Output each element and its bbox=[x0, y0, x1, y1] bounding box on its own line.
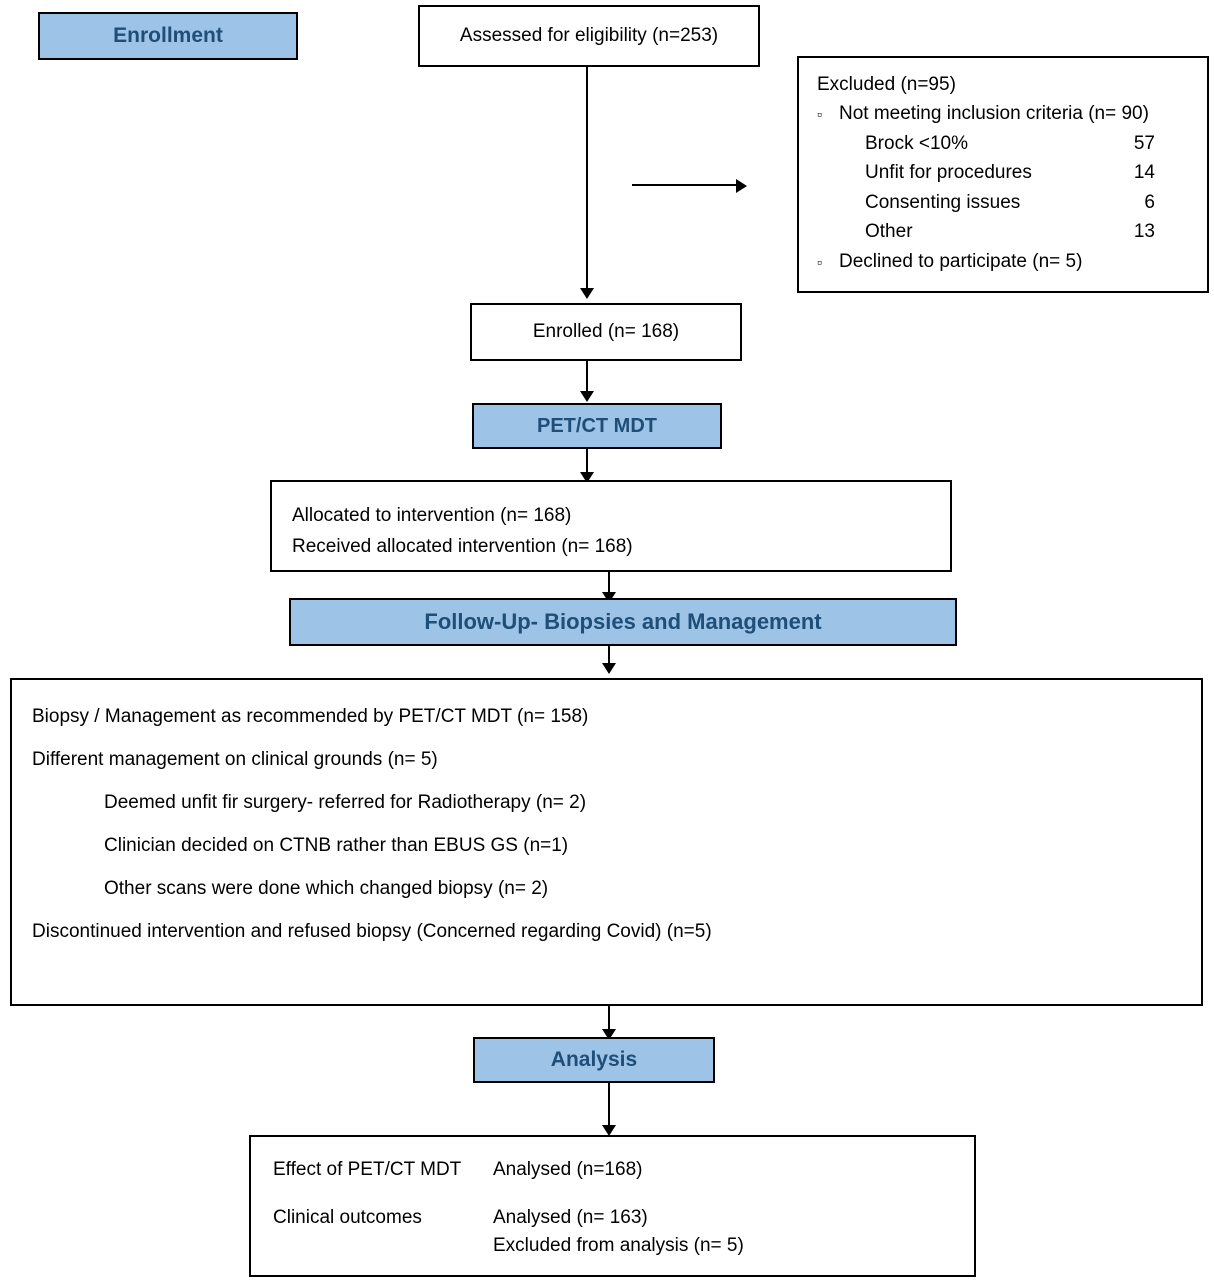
square-bullet-icon: ▫ bbox=[817, 106, 822, 123]
stage-label-enrollment-text: Enrollment bbox=[113, 24, 223, 47]
arrowhead-enrolled-to-mdt bbox=[580, 391, 594, 402]
square-bullet-icon: ▫ bbox=[817, 253, 822, 270]
followup-line-3: Discontinued intervention and refused bi… bbox=[32, 921, 712, 942]
excluded-list: Excluded (n=95) ▫ Not meeting inclusion … bbox=[817, 70, 1197, 276]
allocation-line-2: Received allocated intervention (n= 168) bbox=[292, 536, 633, 558]
analysis-row-value: Analysed (n= 163) bbox=[493, 1207, 648, 1228]
analysis-row-label: Effect of PET/CT MDT bbox=[273, 1159, 462, 1180]
arrowhead-details-to-analysis bbox=[602, 1029, 616, 1040]
followup-sub-1: Deemed unfit fir surgery- referred for R… bbox=[104, 792, 587, 813]
connector-analysis-to-results bbox=[608, 1083, 610, 1130]
enrolled-text: Enrolled (n= 168) bbox=[532, 321, 680, 342]
analysis-row-value-excluded: Excluded from analysis (n= 5) bbox=[493, 1235, 744, 1256]
analysis-results-box: Effect of PET/CT MDT Analysed (n=168) Cl… bbox=[249, 1135, 976, 1277]
exclusion-reason-label: Other bbox=[865, 221, 913, 243]
analysis-row-value: Analysed (n=168) bbox=[493, 1159, 643, 1180]
connector-allocation-to-followup bbox=[608, 572, 610, 598]
connector-details-to-analysis bbox=[608, 1006, 610, 1034]
followup-line-1: Biopsy / Management as recommended by PE… bbox=[32, 706, 589, 727]
arrowhead-to-excluded bbox=[736, 179, 747, 193]
stage-label-followup-text: Follow-Up- Biopsies and Management bbox=[424, 609, 822, 634]
connector-mdt-to-allocation bbox=[586, 449, 588, 477]
excluded-not-meeting-row: ▫ Not meeting inclusion criteria (n= 90) bbox=[817, 99, 1197, 128]
excluded-heading: Excluded (n=95) bbox=[817, 74, 956, 95]
connector-enrolled-to-mdt bbox=[586, 361, 588, 393]
analysis-row: Clinical outcomes Analysed (n= 163) Excl… bbox=[273, 1207, 974, 1257]
exclusion-reason-label: Unfit for procedures bbox=[865, 162, 1032, 184]
exclusion-reason-row: Unfit for procedures 14 bbox=[817, 158, 1197, 187]
arrowhead-followup-to-details bbox=[602, 663, 616, 674]
excluded-box: Excluded (n=95) ▫ Not meeting inclusion … bbox=[797, 56, 1209, 293]
connector-assessed-to-enrolled bbox=[586, 67, 588, 290]
exclusion-reason-value: 57 bbox=[1133, 132, 1155, 154]
exclusion-reason-row: Consenting issues 6 bbox=[817, 188, 1197, 217]
excluded-declined-row: ▫ Declined to participate (n= 5) bbox=[817, 247, 1197, 276]
stage-label-followup: Follow-Up- Biopsies and Management bbox=[289, 598, 957, 646]
connector-to-excluded bbox=[632, 184, 737, 186]
assessed-for-eligibility-text: Assessed for eligibility (n=253) bbox=[459, 25, 719, 46]
analysis-row-label: Clinical outcomes bbox=[273, 1207, 422, 1228]
exclusion-reason-label: Consenting issues bbox=[865, 191, 1021, 213]
stage-label-petct-mdt: PET/CT MDT bbox=[472, 403, 722, 449]
followup-details-box: Biopsy / Management as recommended by PE… bbox=[10, 678, 1203, 1006]
allocation-box: Allocated to intervention (n= 168) Recei… bbox=[270, 480, 952, 572]
exclusion-reason-row: Brock <10% 57 bbox=[817, 129, 1197, 158]
assessed-for-eligibility-box: Assessed for eligibility (n=253) bbox=[418, 5, 760, 67]
stage-label-analysis: Analysis bbox=[473, 1037, 715, 1083]
exclusion-reason-value: 6 bbox=[1144, 191, 1155, 213]
followup-sub-2: Clinician decided on CTNB rather than EB… bbox=[104, 835, 569, 856]
allocation-line-1: Allocated to intervention (n= 168) bbox=[292, 505, 572, 526]
arrowhead-assessed-to-enrolled bbox=[580, 288, 594, 299]
stage-label-analysis-text: Analysis bbox=[550, 1048, 638, 1071]
excluded-declined-text: Declined to participate (n= 5) bbox=[839, 250, 1083, 272]
excluded-not-meeting-text: Not meeting inclusion criteria (n= 90) bbox=[839, 103, 1149, 125]
exclusion-reason-label: Brock <10% bbox=[865, 132, 968, 154]
followup-sub-3: Other scans were done which changed biop… bbox=[104, 878, 549, 899]
stage-label-petct-mdt-text: PET/CT MDT bbox=[537, 414, 657, 437]
enrolled-box: Enrolled (n= 168) bbox=[470, 303, 742, 361]
stage-label-enrollment: Enrollment bbox=[38, 12, 298, 60]
followup-line-2: Different management on clinical grounds… bbox=[32, 749, 438, 770]
connector-followup-to-details bbox=[608, 646, 610, 670]
analysis-row: Effect of PET/CT MDT Analysed (n=168) bbox=[273, 1159, 974, 1181]
exclusion-reason-row: Other 13 bbox=[817, 217, 1197, 246]
exclusion-reason-value: 14 bbox=[1133, 162, 1155, 184]
analysis-row-values: Analysed (n= 163) Excluded from analysis… bbox=[493, 1207, 744, 1257]
exclusion-reason-value: 13 bbox=[1133, 221, 1155, 243]
arrowhead-allocation-to-followup bbox=[602, 592, 616, 603]
arrowhead-mdt-to-allocation bbox=[580, 472, 594, 483]
arrowhead-analysis-to-results bbox=[602, 1125, 616, 1136]
